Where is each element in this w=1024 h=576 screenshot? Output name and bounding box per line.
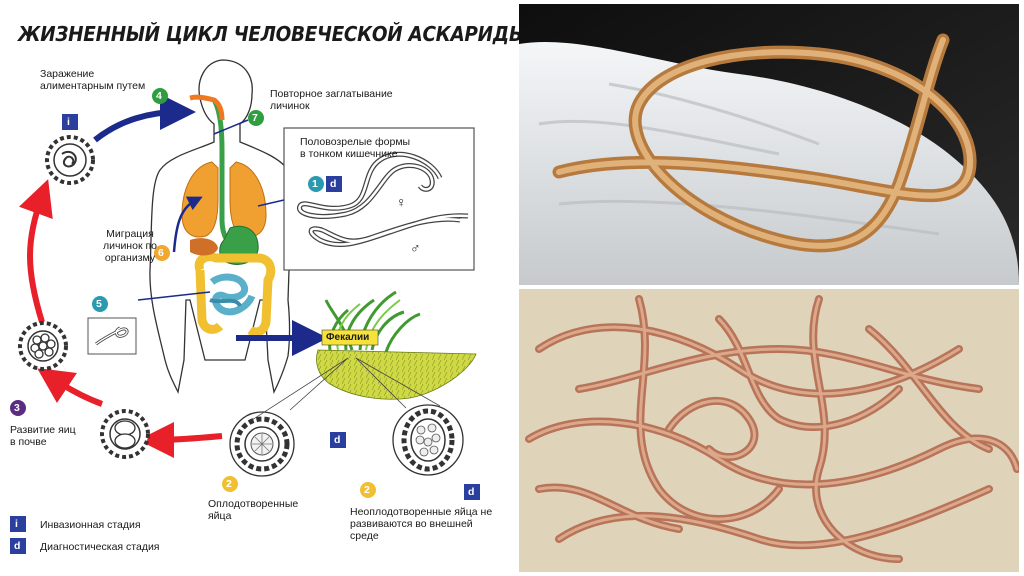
soil — [316, 290, 477, 400]
label-reswallow: Повторное заглатывание личинок — [270, 88, 393, 112]
badge-2a — [222, 476, 238, 492]
legend-d-text: d — [14, 540, 21, 552]
reswallow-line — [213, 119, 249, 135]
stage-d-top-text: d — [330, 178, 337, 190]
badge-3 — [10, 400, 26, 416]
feces-label-bg — [321, 329, 379, 346]
worm-pile — [525, 295, 1019, 563]
badge-5-text: 5 — [96, 298, 102, 310]
legend-i-text: i — [15, 518, 18, 530]
badge-2b — [360, 482, 376, 498]
life-cycle-diagram — [0, 40, 520, 576]
female-symbol: ♀ — [396, 194, 407, 210]
legend-marker-d — [10, 538, 26, 554]
badge-4 — [152, 88, 168, 104]
infection-arrow — [93, 94, 196, 143]
label-development: Развитие яиц в почве — [10, 424, 76, 448]
adult-worms-box — [257, 127, 475, 271]
cycle-arrow-mid — [37, 368, 104, 407]
pile-photo-svg — [519, 289, 1019, 572]
badge-3-text: 3 — [14, 402, 20, 414]
liver — [190, 238, 218, 256]
soil-to-eggs-lines — [251, 357, 441, 421]
badge-6-text: 6 — [158, 247, 164, 259]
badge-2b-text: 2 — [364, 484, 370, 496]
cycle-arrow-up — [18, 179, 53, 323]
stage-marker-d-mid — [330, 432, 346, 448]
stage-marker-d-top — [326, 176, 342, 192]
stage-marker-i-top — [62, 114, 78, 130]
larva-box — [87, 317, 137, 355]
label-feces: Фекалии — [326, 332, 370, 343]
roundworm-loop — [552, 33, 977, 253]
large-intestine — [194, 252, 276, 337]
badge-5 — [92, 296, 108, 312]
label-infection: Заражение алиментарным путем — [40, 68, 146, 92]
badge-1 — [308, 176, 324, 192]
stage-i-top-text: i — [67, 116, 70, 128]
badge-7-text: 7 — [252, 112, 258, 124]
egg-two-cell — [100, 409, 150, 459]
mouth — [189, 94, 225, 121]
egg-unfertilized — [392, 404, 464, 476]
cycle-arrow-bottom — [138, 421, 223, 458]
human-body — [149, 59, 291, 395]
label-migration: Миграция личинок по организму — [102, 228, 157, 264]
small-intestine — [209, 273, 256, 316]
legend-diagnostic: Диагностическая стадия — [40, 541, 160, 553]
stage-d-mid-text: d — [334, 434, 341, 446]
legend-marker-i — [10, 516, 26, 532]
photo-worm-on-glove — [519, 4, 1019, 285]
badge-1-text: 1 — [312, 178, 318, 190]
legend-invasive: Инвазионная стадия — [40, 519, 141, 531]
egg-infective — [45, 135, 95, 185]
label-mature: Половозрелые формы в тонком кишечнике — [300, 136, 411, 160]
badge-4-text: 4 — [156, 90, 162, 102]
migration-arrow — [172, 196, 203, 253]
diagram-title: ЖИЗНЕННЫЙ ЦИКЛ ЧЕЛОВЕЧЕСКОЙ АСКАРИДЫ — [18, 22, 528, 46]
badge-2a-text: 2 — [226, 478, 232, 490]
egg-fertilized — [229, 411, 295, 477]
egg-morula — [18, 321, 68, 371]
photo-worm-pile — [519, 289, 1019, 572]
badge-7 — [248, 110, 264, 126]
step5-line — [137, 291, 211, 301]
stage-d-right-text: d — [468, 486, 475, 498]
label-fertilized: Оплодотворенные яйца — [208, 498, 299, 522]
glove-photo-svg — [519, 4, 1019, 285]
diagram-svg — [10, 59, 480, 554]
male-symbol: ♂ — [410, 240, 421, 256]
badge-6 — [154, 245, 170, 261]
stage-marker-d-right — [464, 484, 480, 500]
label-unfertilized: Неоплодотворенные яйца не развиваются во… — [350, 506, 493, 542]
